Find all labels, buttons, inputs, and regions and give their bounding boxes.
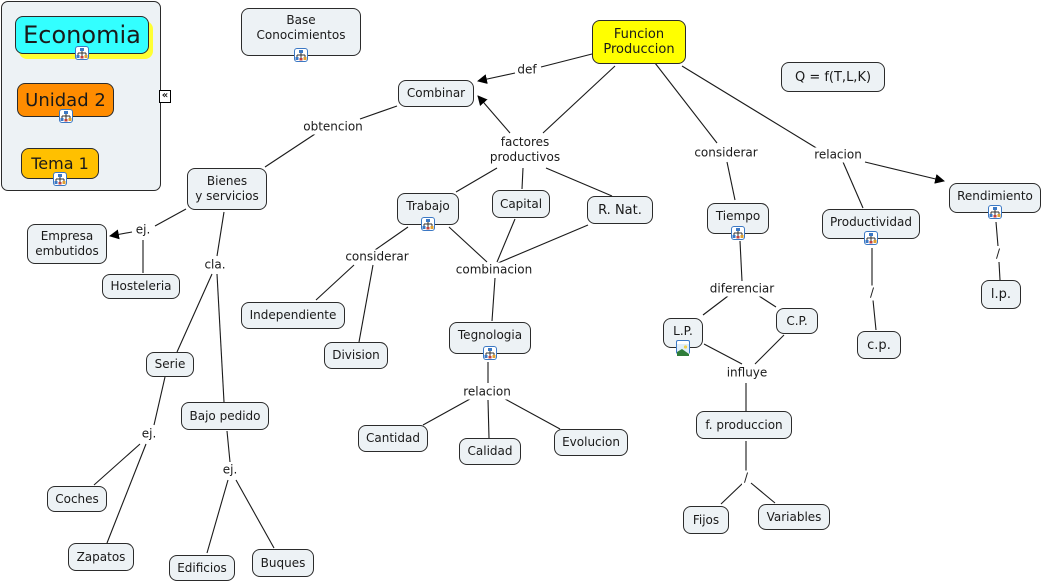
submap-icon[interactable] (421, 217, 435, 231)
concept-fijos[interactable]: Fijos (683, 506, 729, 534)
link-label-slash: / (867, 285, 877, 301)
concept-label: L.P. (673, 324, 693, 338)
concept-label: Tiempo (715, 209, 761, 223)
nav-item-label: Unidad 2 (25, 89, 106, 111)
concept-label: Rendimiento (957, 189, 1033, 203)
concept-label: Independiente (249, 308, 337, 322)
link-label-cla: cla. (202, 257, 228, 273)
concept-calidad[interactable]: Calidad (459, 438, 521, 465)
link-label-diferenciar: diferenciar (707, 281, 777, 297)
concept-label: Edificios (177, 560, 227, 575)
concept-cp-lower[interactable]: c.p. (857, 331, 901, 359)
nav-item-economia[interactable]: Economia (15, 16, 149, 54)
concept-label: Hosteleria (110, 279, 172, 293)
concept-label: Trabajo (406, 199, 450, 213)
concept-zapatos[interactable]: Zapatos (68, 543, 134, 571)
concept-label: R. Nat. (598, 202, 642, 218)
concept-combinar[interactable]: Combinar (398, 80, 474, 107)
link-label-slash: / (993, 246, 1003, 262)
concept-label: Calidad (467, 444, 513, 458)
submap-icon[interactable] (294, 48, 308, 62)
concept-serie[interactable]: Serie (146, 352, 194, 377)
concept-label: Base Conocimientos (256, 13, 346, 42)
concept-cantidad[interactable]: Cantidad (358, 425, 428, 452)
concept-label: C.P. (786, 313, 808, 328)
link-label-slash: / (741, 470, 751, 486)
concept-label: Fijos (692, 512, 720, 527)
concept-label: Variables (766, 509, 822, 524)
concept-rendimiento[interactable]: Rendimiento (949, 183, 1041, 213)
concept-label: Empresa embutidos (35, 229, 99, 258)
concept-capital[interactable]: Capital (492, 190, 550, 218)
concept-label: c.p. (867, 337, 891, 353)
link-label-def: def (515, 62, 539, 78)
concept-label: Combinar (406, 86, 466, 100)
concept-cp-upper[interactable]: C.P. (776, 308, 818, 334)
concept-label: Cantidad (366, 431, 420, 445)
concept-edificios[interactable]: Edificios (169, 555, 235, 581)
link-label-ej: ej. (133, 222, 153, 238)
collapse-panel-button[interactable]: « (159, 90, 171, 103)
submap-icon[interactable] (864, 231, 878, 245)
concept-hosteleria[interactable]: Hosteleria (102, 274, 180, 299)
navigation-panel: Economia Unidad 2 Tema 1 (1, 1, 161, 191)
concept-buques[interactable]: Buques (252, 549, 314, 577)
concept-label: Division (332, 348, 380, 362)
concept-lp-lower[interactable]: l.p. (981, 280, 1021, 309)
submap-icon[interactable] (731, 226, 745, 240)
submap-icon[interactable] (59, 109, 73, 123)
concept-division[interactable]: Division (324, 342, 388, 369)
concept-label: Funcion Produccion (603, 27, 675, 57)
concept-label: Tegnologia (457, 328, 523, 342)
concept-formula[interactable]: Q = f(T,L,K) (781, 62, 885, 92)
concept-empresa-embutidos[interactable]: Empresa embutidos (27, 224, 107, 264)
link-label-factores-productivos: factores productivos (487, 135, 563, 165)
concept-bienes-servicios[interactable]: Bienes y servicios (187, 168, 267, 210)
concept-coches[interactable]: Coches (47, 486, 107, 512)
link-label-considerar: considerar (343, 249, 411, 265)
submap-icon[interactable] (483, 346, 497, 360)
submap-icon[interactable] (53, 172, 67, 186)
link-label-influye: influye (724, 365, 770, 381)
nav-item-label: Tema 1 (31, 154, 89, 173)
concept-label: Serie (154, 357, 186, 371)
submap-icon[interactable] (988, 205, 1002, 219)
nav-item-label: Economia (23, 21, 141, 49)
concept-r-nat[interactable]: R. Nat. (587, 196, 653, 224)
link-label-relacion: relacion (461, 384, 513, 400)
submap-icon[interactable] (75, 46, 89, 60)
concept-evolucion[interactable]: Evolucion (554, 429, 628, 456)
concept-independiente[interactable]: Independiente (241, 302, 345, 329)
concept-label: Capital (499, 196, 543, 211)
link-label-considerar: considerar (692, 145, 760, 161)
concept-label: Zapatos (76, 549, 126, 564)
concept-label: Buques (260, 555, 306, 570)
concept-f-produccion[interactable]: f. produccion (696, 411, 792, 439)
concept-label: Bajo pedido (189, 408, 261, 423)
concept-label: Productividad (830, 215, 912, 229)
concept-label: Bienes y servicios (195, 174, 259, 203)
link-label-ej: ej. (220, 462, 240, 478)
concept-funcion-produccion[interactable]: Funcion Produccion (592, 20, 686, 64)
concept-label: Q = f(T,L,K) (794, 69, 872, 85)
concept-bajo-pedido[interactable]: Bajo pedido (181, 402, 269, 430)
concept-label: Coches (55, 491, 99, 506)
concept-label: f. produccion (705, 417, 783, 432)
image-icon[interactable] (676, 340, 690, 356)
link-label-ej: ej. (139, 426, 159, 442)
link-label-combinacion: combinacion (453, 262, 535, 278)
link-label-relacion: relacion (812, 147, 864, 163)
concept-variables[interactable]: Variables (758, 504, 830, 530)
link-label-obtencion: obtencion (301, 119, 365, 135)
concept-label: Evolucion (562, 435, 620, 449)
concept-label: l.p. (990, 287, 1012, 302)
